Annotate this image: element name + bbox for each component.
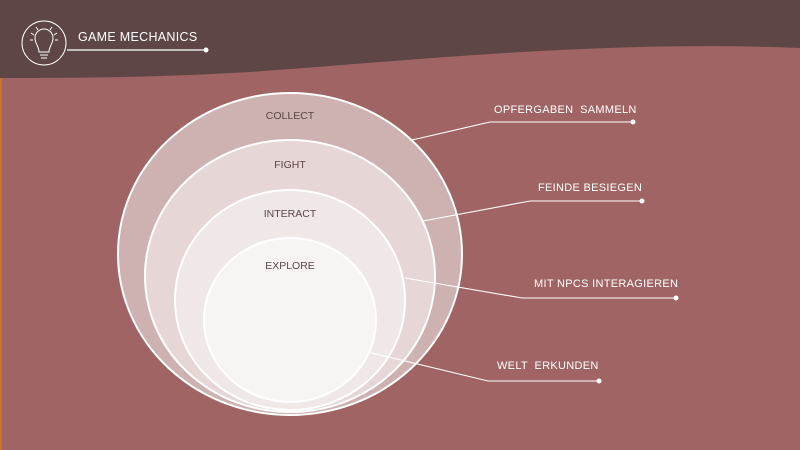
- ring-label-collect: COLLECT: [265, 110, 315, 122]
- description-explore: WELT ERKUNDEN: [497, 360, 599, 372]
- description-collect: OPFERGABEN SAMMELN: [494, 104, 637, 116]
- page-title: GAME MECHANICS: [78, 30, 198, 44]
- lightbulb-icon: [21, 20, 67, 66]
- connector-explore: [367, 351, 599, 382]
- ring-explore[interactable]: [203, 237, 377, 403]
- connector-fight: [422, 200, 642, 222]
- description-fight: FEINDE BESIEGEN: [538, 182, 643, 194]
- ring-label-explore: EXPLORE: [265, 260, 315, 272]
- connector-interact: [404, 277, 676, 299]
- connector-collect: [411, 121, 633, 141]
- description-interact: MIT NPCS INTERAGIEREN: [534, 278, 679, 290]
- ring-label-fight: FIGHT: [274, 159, 306, 171]
- header-band: [0, 0, 800, 78]
- ring-label-interact: INTERACT: [263, 208, 317, 220]
- accent-strip: [0, 78, 2, 450]
